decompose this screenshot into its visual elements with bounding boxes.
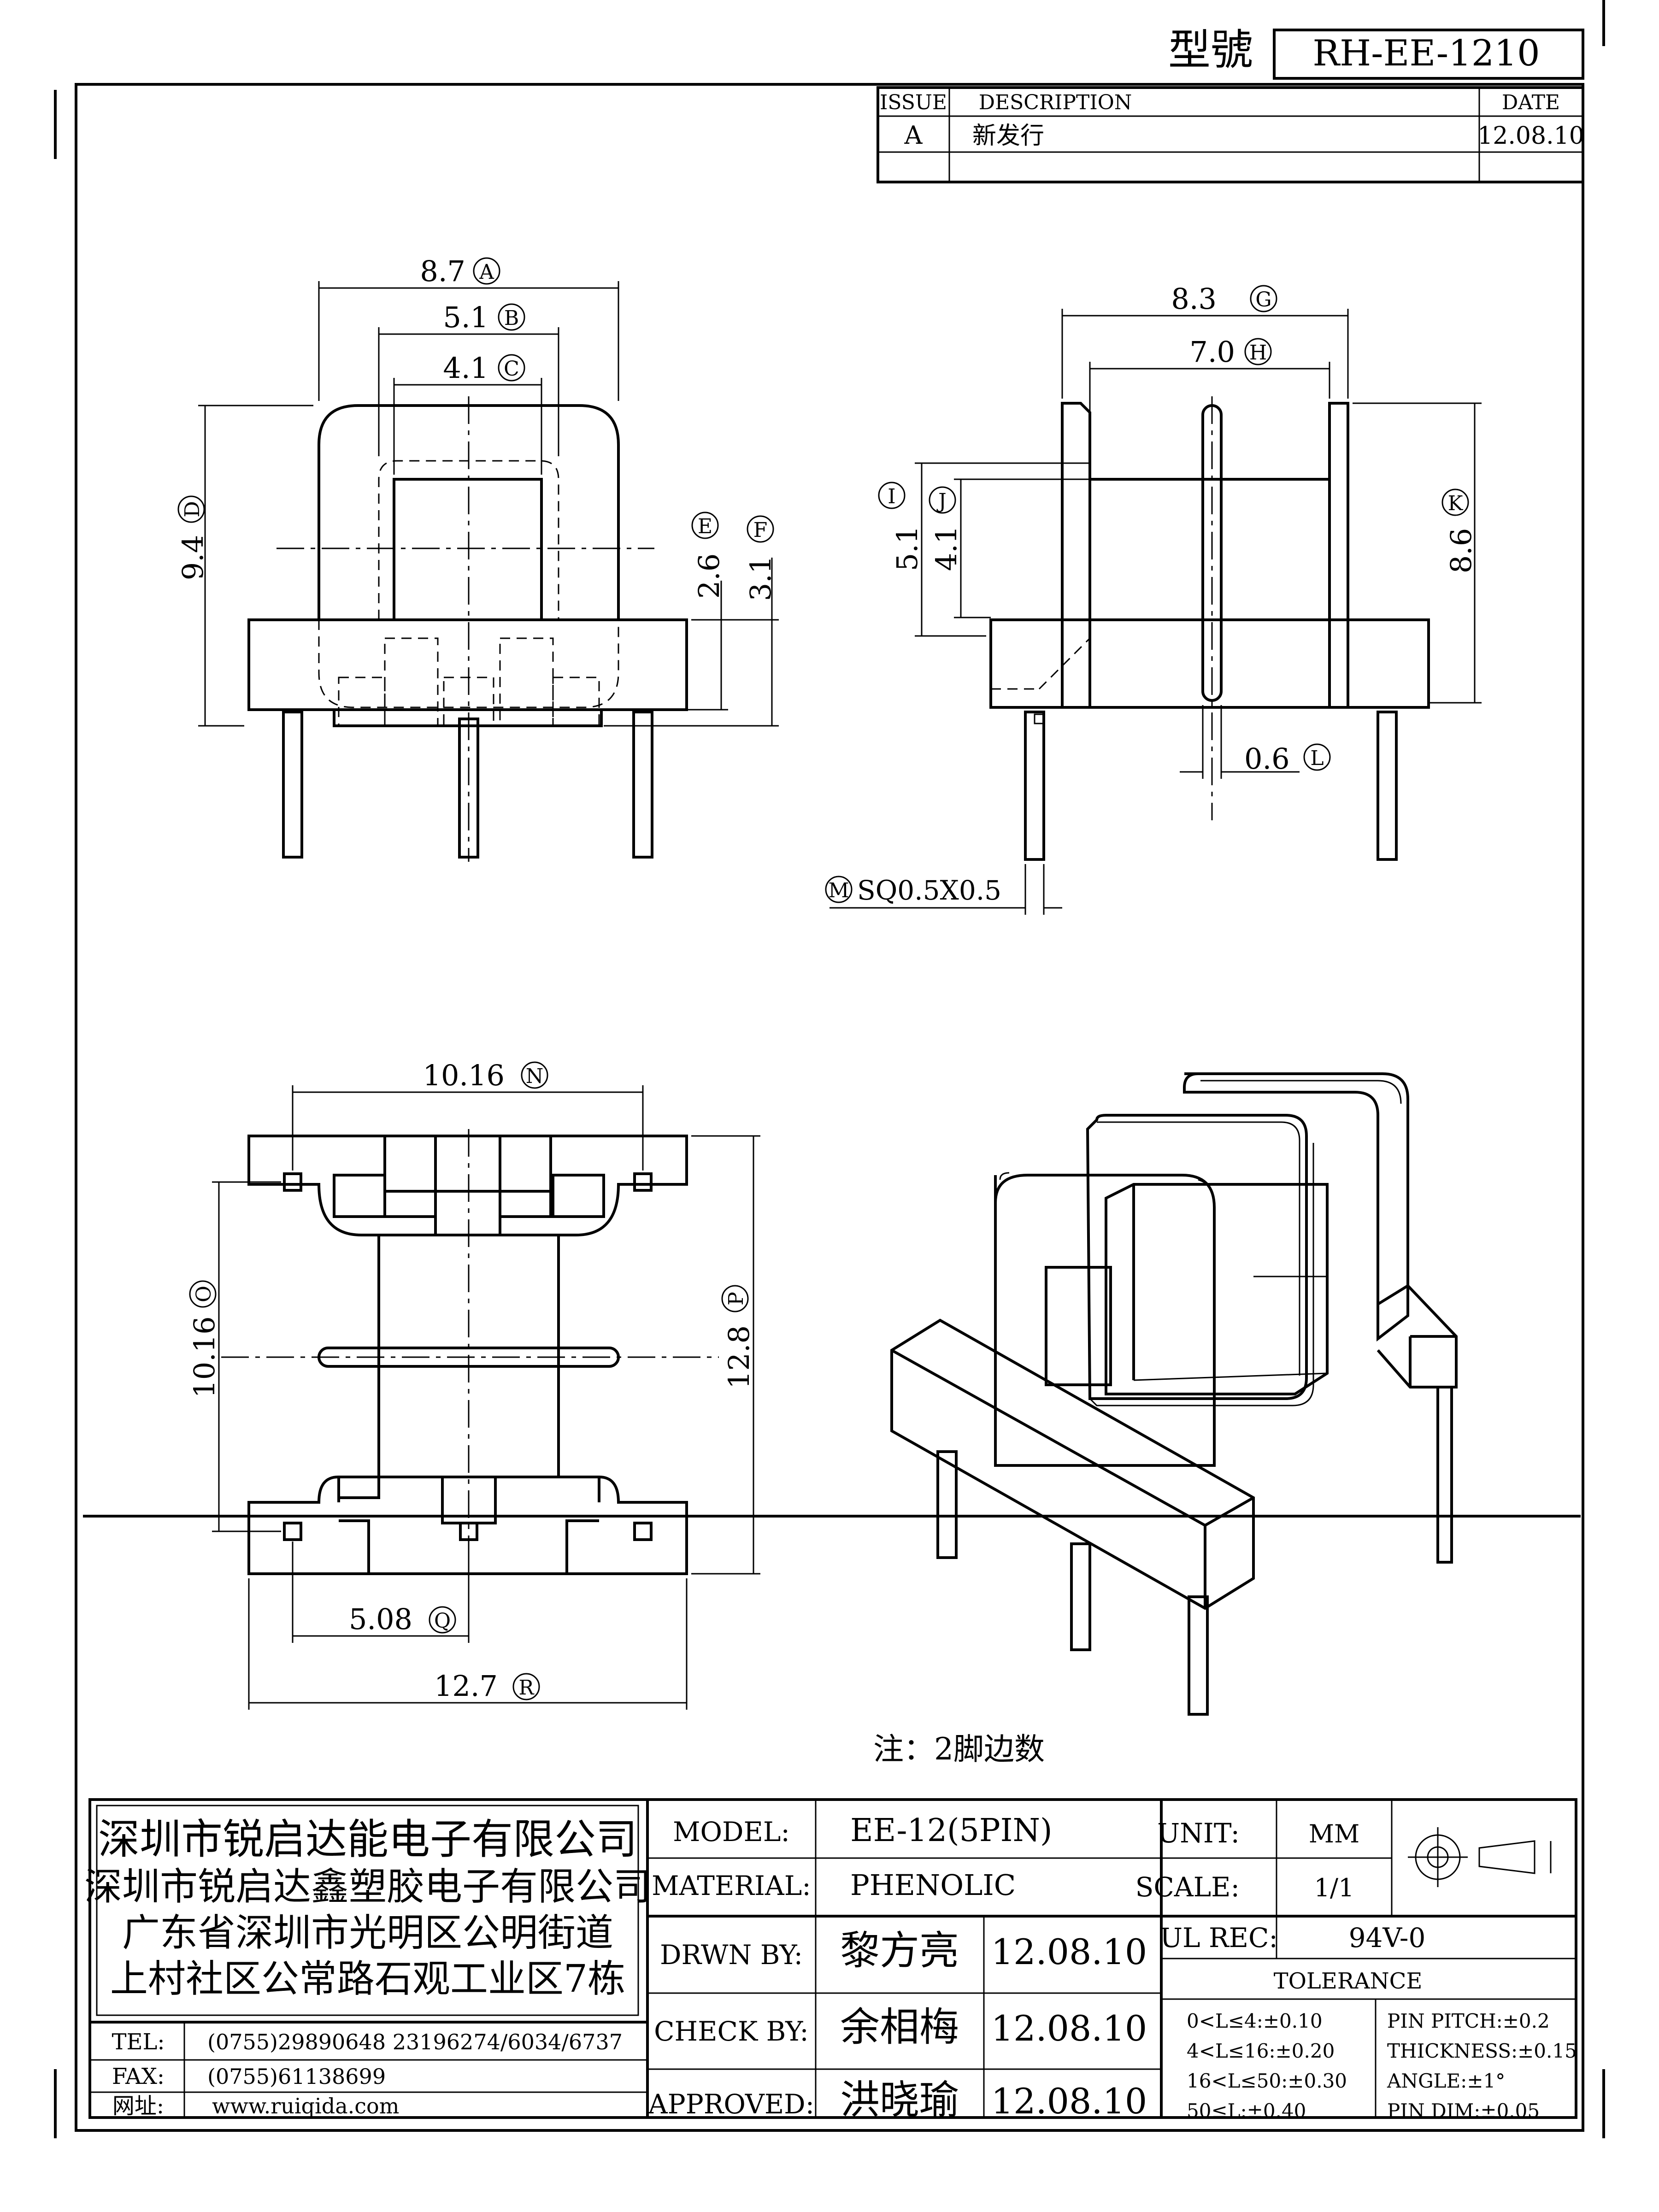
dim-h-mark: H — [1249, 341, 1267, 365]
dim-q-mark: Q — [434, 1609, 451, 1633]
tolerance-label: TOLERANCE — [1274, 1968, 1423, 1994]
dim-q-value: 5.08 — [349, 1602, 412, 1636]
ul-rec-label: UL REC: — [1160, 1922, 1278, 1953]
dim-i-value: 5.1 — [890, 526, 924, 571]
tel-value: (0755)29890648 23196274/6034/6737 — [207, 2030, 623, 2054]
check-by-name: 余相梅 — [840, 2004, 959, 2050]
tolerance-left-4: 50≤L:±0.40 — [1187, 2100, 1306, 2122]
model-value: EE-12(5PIN) — [850, 1812, 1052, 1849]
rev-header-date: DATE — [1502, 91, 1560, 114]
company-line-2: 深圳市锐启达鑫塑胶电子有限公司 — [84, 1865, 651, 1909]
drawn-by-label: DRWN BY: — [660, 1939, 803, 1971]
model-label: MODEL: — [673, 1816, 790, 1847]
isometric-view — [890, 1072, 1458, 1716]
revision-table: ISSUE DESCRIPTION DATE A 新发行 12.08.10 — [877, 86, 1584, 183]
material-value: PHENOLIC — [850, 1868, 1016, 1902]
rev-header-description: DESCRIPTION — [979, 91, 1132, 114]
check-by-label: CHECK BY: — [654, 2016, 809, 2047]
dim-o-value: 10.16 — [188, 1316, 221, 1398]
dim-g-value: 8.3 — [1171, 282, 1217, 316]
website-value: www.ruiqida.com — [212, 2094, 399, 2118]
rev-issue: A — [904, 121, 923, 150]
fax-value: (0755)61138699 — [207, 2064, 386, 2089]
dim-a-mark: A — [479, 260, 494, 284]
dim-c-mark: C — [504, 357, 519, 381]
dim-j-mark: J — [936, 489, 947, 513]
dim-d-mark: D — [181, 501, 204, 517]
scale-label: SCALE: — [1135, 1871, 1240, 1903]
dim-b-mark: B — [504, 306, 519, 330]
tolerance-right-1: PIN PITCH:±0.2 — [1387, 2010, 1550, 2032]
drawing-note: 注：2脚边数 — [873, 1731, 1045, 1767]
check-date: 12.08.10 — [991, 2008, 1147, 2049]
approved-date: 12.08.10 — [991, 2081, 1147, 2122]
dim-e-value: 2.6 — [692, 553, 726, 599]
approved-label: APPROVED: — [648, 2088, 814, 2120]
company-line-4: 上村社区公常路石观工业区7栋 — [110, 1957, 625, 2001]
rev-date: 12.08.10 — [1477, 122, 1584, 150]
dim-d-value: 9.4 — [176, 535, 210, 581]
dim-f-value: 3.1 — [744, 556, 777, 601]
drawn-by-name: 黎方亮 — [840, 1928, 959, 1974]
dim-e-mark: E — [698, 515, 712, 538]
tolerance-left-1: 0<L≤4:±0.10 — [1187, 2010, 1323, 2032]
dim-r-mark: R — [518, 1676, 535, 1700]
tel-label: TEL: — [112, 2029, 165, 2055]
company-line-3: 广东省深圳市光明区公明街道 — [122, 1911, 613, 1955]
tolerance-left-2: 4<L≤16:±0.20 — [1187, 2040, 1335, 2062]
dim-b-value: 5.1 — [443, 300, 488, 334]
bottom-view: 10.16 N 10.16 O 12.8 P 5.08 Q 12.7 R — [188, 1059, 760, 1710]
dim-o-mark: O — [192, 1286, 216, 1302]
dim-k-mark: K — [1448, 492, 1464, 515]
dim-i-mark: I — [888, 485, 895, 508]
dim-f-mark: F — [753, 518, 768, 542]
unit-value: MM — [1309, 1819, 1360, 1848]
dim-h-value: 7.0 — [1189, 335, 1235, 369]
dim-m-mark: M — [828, 879, 849, 902]
dim-a-value: 8.7 — [420, 254, 465, 288]
material-label: MATERIAL: — [652, 1870, 811, 1901]
drawn-date: 12.08.10 — [991, 1931, 1147, 1972]
unit-label: UNIT: — [1157, 1818, 1240, 1849]
dim-j-value: 4.1 — [930, 526, 963, 571]
rev-description: 新发行 — [972, 122, 1044, 150]
dim-n-value: 10.16 — [423, 1059, 505, 1092]
tolerance-right-2: THICKNESS:±0.15 — [1387, 2040, 1577, 2062]
model-number-label: 型號 — [1168, 25, 1253, 75]
company-line-1: 深圳市锐启达能电子有限公司 — [98, 1815, 637, 1864]
dim-m-value: SQ0.5X0.5 — [857, 875, 1001, 906]
model-number-value: RH-EE-1210 — [1312, 33, 1540, 74]
dim-g-mark: G — [1255, 288, 1271, 312]
model-number-box: 型號 RH-EE-1210 — [1168, 25, 1584, 80]
tolerance-left-3: 16<L≤50:±0.30 — [1187, 2070, 1347, 2092]
projection-symbol-icon — [1408, 1827, 1552, 1887]
dim-r-value: 12.7 — [434, 1669, 498, 1703]
dim-l-mark: L — [1310, 747, 1324, 770]
tolerance-right-4: PIN DIM:±0.05 — [1387, 2100, 1540, 2122]
approved-name: 洪晓瑜 — [840, 2077, 959, 2123]
scale-value: 1/1 — [1314, 1873, 1354, 1902]
ul-rec-value: 94V-0 — [1349, 1922, 1426, 1953]
dim-c-value: 4.1 — [443, 351, 488, 385]
rev-header-issue: ISSUE — [880, 91, 947, 114]
title-block: 深圳市锐启达能电子有限公司 深圳市锐启达鑫塑胶电子有限公司 广东省深圳市光明区公… — [84, 1798, 1577, 2123]
dim-p-value: 12.8 — [722, 1325, 756, 1389]
side-view: 8.3 G 7.0 H 5.1 I 4.1 J 8.6 K — [825, 282, 1482, 915]
dim-l-value: 0.6 — [1244, 742, 1290, 776]
dim-n-mark: N — [526, 1065, 544, 1088]
dim-k-value: 8.6 — [1444, 528, 1478, 574]
sheet-border — [54, 0, 1605, 2138]
website-label: 网址: — [112, 2093, 164, 2119]
dim-p-mark: P — [724, 1292, 748, 1306]
tolerance-right-3: ANGLE:±1° — [1387, 2070, 1505, 2092]
fax-label: FAX: — [112, 2064, 165, 2089]
front-view: 8.7 A 5.1 B 4.1 C 9.4 D 2.6 E 3.1 — [176, 254, 779, 862]
